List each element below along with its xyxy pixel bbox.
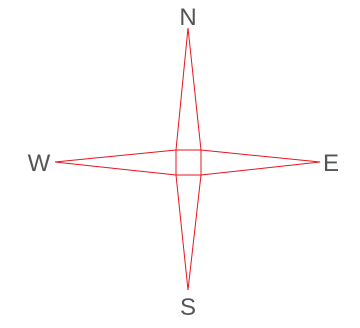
compass-star <box>54 27 321 291</box>
center-box <box>175 149 202 176</box>
north-spike <box>175 27 202 151</box>
south-spike <box>175 174 202 291</box>
west-label: W <box>28 150 51 177</box>
south-label: S <box>180 294 196 321</box>
north-label: N <box>179 4 196 31</box>
west-spike <box>54 149 177 176</box>
east-spike <box>200 149 321 176</box>
east-label: E <box>323 150 339 177</box>
